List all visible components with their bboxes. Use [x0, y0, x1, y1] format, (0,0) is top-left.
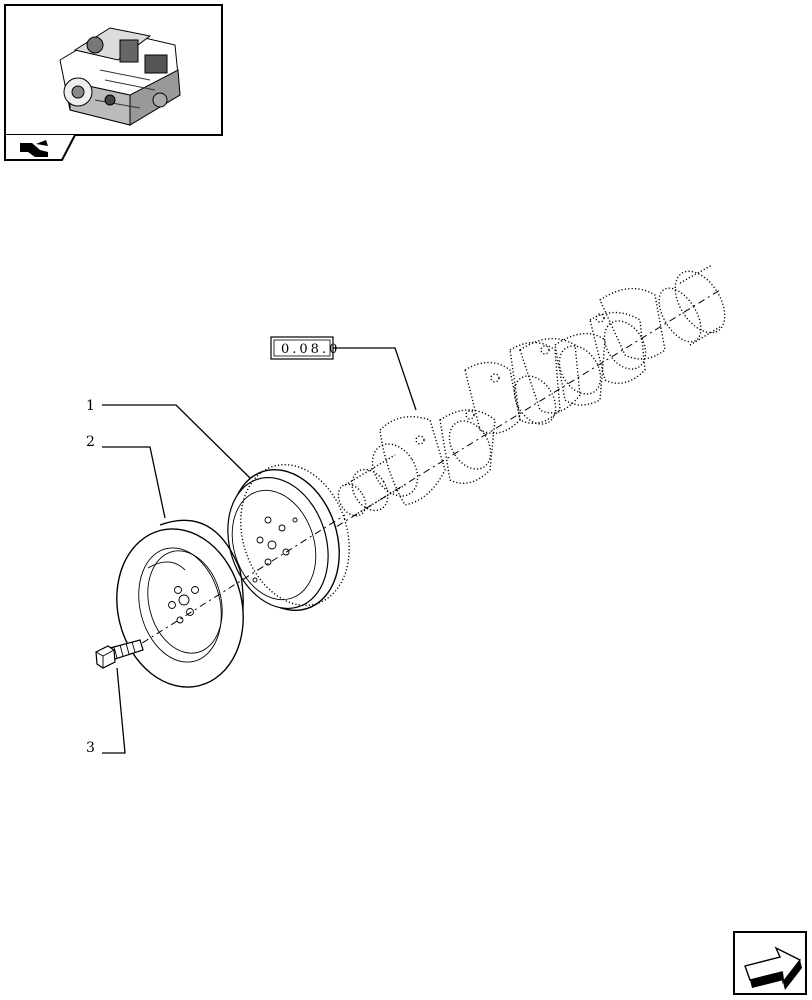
part-2-pulley[interactable] — [100, 515, 259, 700]
reference-label: 0.08.0 — [281, 342, 340, 357]
reference-box[interactable]: 0.08.0 — [270, 336, 340, 360]
callout-3-leader — [102, 667, 126, 754]
next-page-arrow-icon[interactable] — [733, 931, 807, 995]
callout-1[interactable]: 1 — [86, 398, 251, 479]
callout-2-label: 2 — [86, 434, 95, 450]
part-1-hub[interactable] — [212, 450, 367, 624]
callout-1-leader — [102, 404, 251, 479]
callout-2[interactable]: 2 — [86, 434, 166, 519]
engine-thumbnail-icon — [4, 4, 223, 136]
part-3-bolt[interactable] — [95, 639, 144, 669]
reference-leader-line — [333, 347, 417, 411]
callout-1-label: 1 — [86, 398, 95, 414]
crankshaft — [249, 264, 726, 581]
callout-2-leader — [102, 446, 166, 519]
callout-3-label: 3 — [86, 740, 95, 756]
section-indicator-icon — [4, 134, 76, 161]
callout-3[interactable]: 3 — [86, 667, 126, 756]
